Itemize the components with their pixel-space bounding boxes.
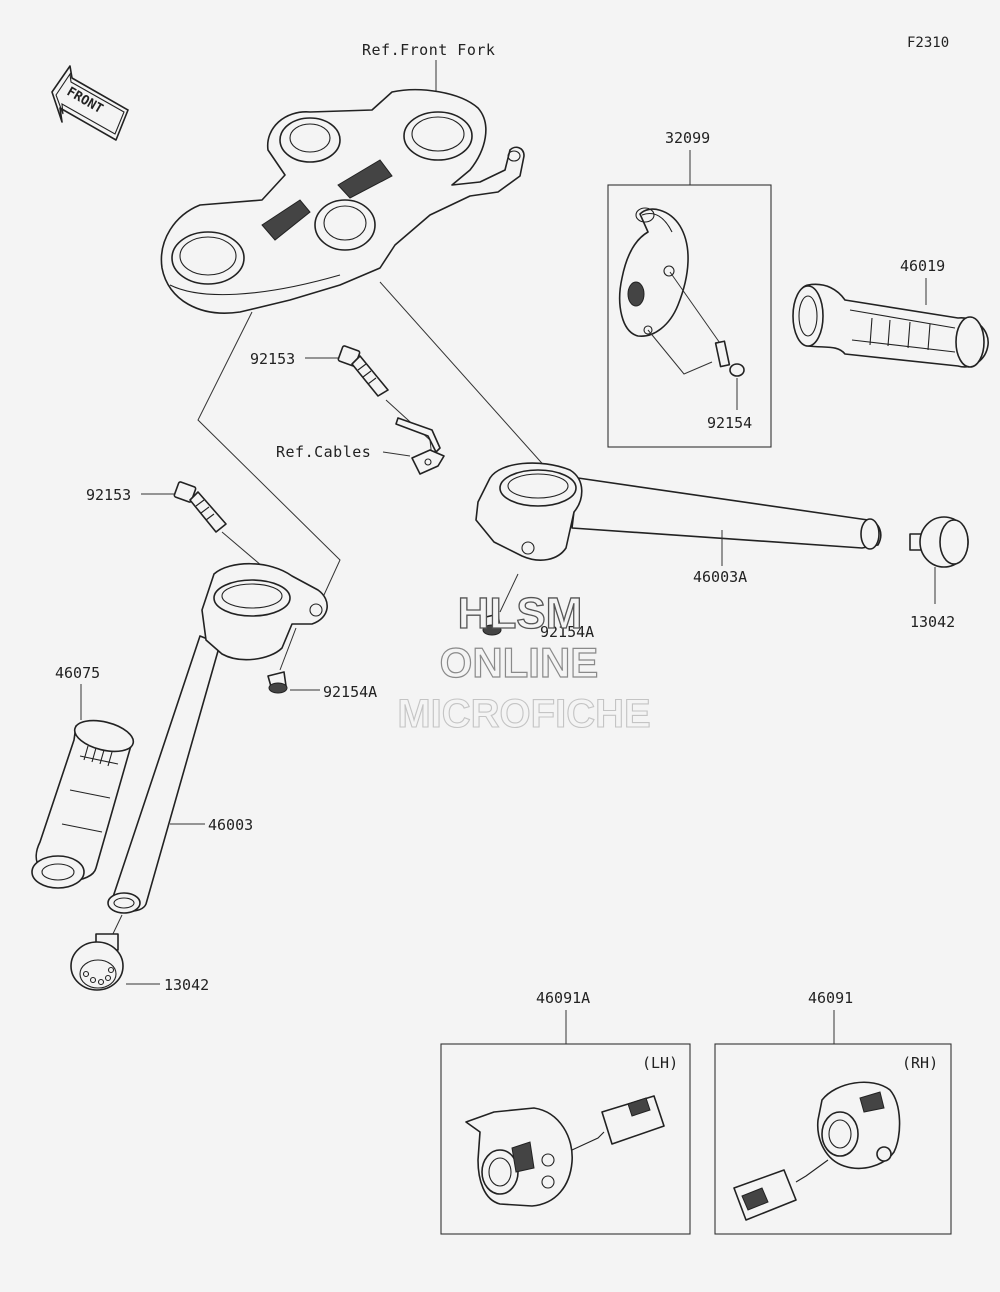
watermark-line3: MICROFICHE <box>397 692 650 736</box>
part-46019-label: 46019 <box>900 257 945 275</box>
part-46003-label: 46003 <box>208 816 253 834</box>
figure-code: F2310 <box>907 35 949 51</box>
watermark-line1: HLSM <box>458 589 583 638</box>
bar-end-13042-left <box>70 933 124 991</box>
bolt-92153-upper <box>337 345 389 397</box>
part-92154A-upper-label: 92154A <box>540 623 594 641</box>
right-handlebar-46003A <box>475 462 882 561</box>
upper-triple-clamp <box>160 88 525 314</box>
part-13042-right-label: 13042 <box>910 613 955 631</box>
rh-switch-46091 <box>733 1081 901 1221</box>
rh-switch-box <box>714 1043 952 1235</box>
throttle-housing-32099 <box>618 207 689 337</box>
watermark-line2: ONLINE <box>440 639 599 686</box>
left-clamp-leader <box>197 311 341 609</box>
part-46091-label: 46091 <box>808 989 853 1007</box>
part-46003A-label: 46003A <box>693 568 747 586</box>
left-handlebar-46003 <box>107 562 328 914</box>
rh-side-label: (RH) <box>902 1054 938 1072</box>
ref-front-fork-label: Ref.Front Fork <box>362 41 495 59</box>
part-13042-left-label: 13042 <box>164 976 209 994</box>
part-92153-upper-label: 92153 <box>250 350 295 368</box>
part-92154-label: 92154 <box>707 414 752 432</box>
part-46091A-label: 46091A <box>536 989 590 1007</box>
cable-bracket <box>395 417 445 475</box>
lh-switch-box <box>440 1043 691 1235</box>
part-92154A-lower-label: 92154A <box>323 683 377 701</box>
left-grip-46075 <box>31 719 135 889</box>
part-46075-label: 46075 <box>55 664 100 682</box>
screw-92154A-lower <box>267 671 288 694</box>
right-grip-46019 <box>792 283 989 368</box>
bolt-92153-lower <box>173 481 227 533</box>
ref-cables-label: Ref.Cables <box>276 443 371 461</box>
bar-end-13042-right <box>909 516 969 568</box>
throttle-housing-box <box>607 184 772 448</box>
front-direction-arrow-icon: FRONT <box>51 65 129 141</box>
screw-92154A-upper <box>481 613 502 636</box>
screw-92154 <box>714 340 745 377</box>
lh-switch-46091A <box>465 1095 665 1207</box>
part-92153-lower-label: 92153 <box>86 486 131 504</box>
lh-side-label: (LH) <box>642 1054 678 1072</box>
part-32099-label: 32099 <box>665 129 710 147</box>
